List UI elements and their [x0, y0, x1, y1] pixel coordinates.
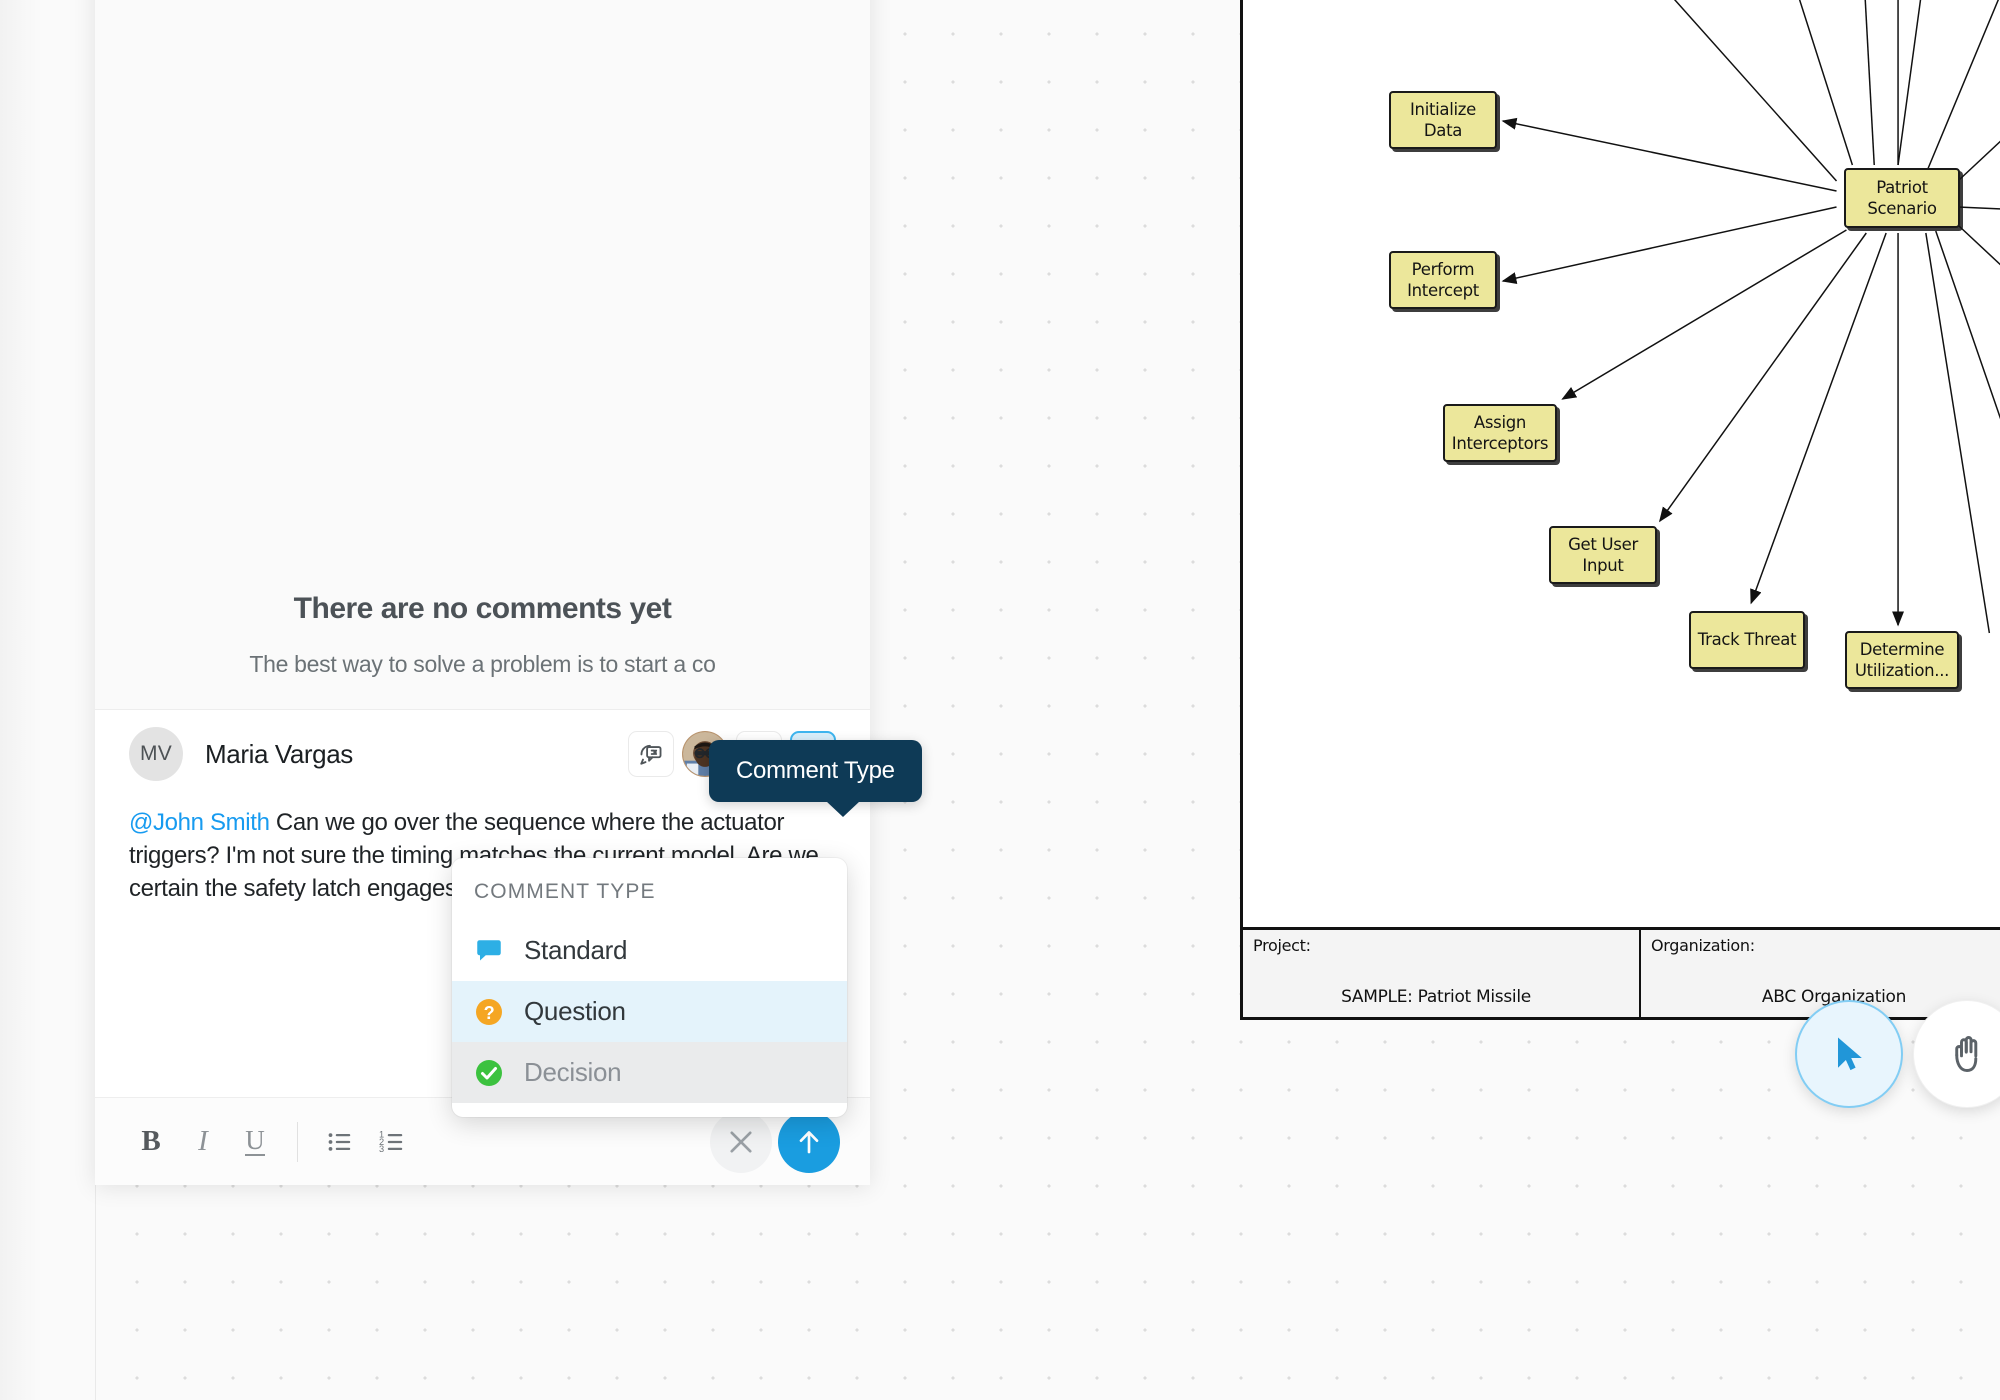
link-comment-icon-button[interactable]: [628, 731, 674, 777]
numbered-list-button[interactable]: 1 2 3: [366, 1116, 418, 1168]
cursor-icon: [1838, 1037, 1862, 1071]
bold-label: B: [141, 1125, 161, 1157]
dropdown-item-decision: Decision: [452, 1042, 847, 1103]
author-name: Maria Vargas: [205, 738, 353, 769]
svg-text:2: 2: [379, 1136, 384, 1146]
underline-label: U: [245, 1125, 265, 1156]
bullet-list-icon: [328, 1132, 351, 1151]
question-circle-icon: ?: [474, 997, 504, 1027]
speech-bubble-icon: [474, 936, 504, 966]
canvas-left-strip: [0, 0, 95, 1400]
numbered-list-icon: 1 2 3: [379, 1129, 403, 1154]
organization-label: Organization:: [1651, 936, 1755, 955]
italic-label: I: [198, 1125, 208, 1157]
svg-text:?: ?: [484, 1002, 495, 1022]
title-block-organization: Organization: ABC Organization: [1639, 930, 2000, 1017]
comment-type-tooltip: Comment Type: [709, 740, 922, 817]
diagram-connectors: [1501, 0, 2000, 634]
svg-text:3: 3: [379, 1144, 384, 1154]
project-label: Project:: [1253, 936, 1311, 955]
dropdown-item-label: Question: [524, 996, 626, 1026]
check-circle-icon: [474, 1058, 504, 1088]
comment-type-dropdown[interactable]: COMMENT TYPE Standard ? Question: [452, 858, 847, 1117]
dropdown-item-question[interactable]: ? Question: [452, 981, 847, 1042]
bullet-list-button[interactable]: [314, 1116, 366, 1168]
title-block-project: Project: SAMPLE: Patriot Missile: [1243, 930, 1639, 1017]
dropdown-item-standard[interactable]: Standard: [452, 920, 847, 981]
comments-empty-state: There are no comments yet The best way t…: [95, 0, 870, 710]
close-icon: [730, 1130, 752, 1153]
cancel-button[interactable]: [710, 1110, 772, 1173]
diagram-title-block: Project: SAMPLE: Patriot Missile Organiz…: [1243, 927, 2000, 1017]
svg-text:1: 1: [379, 1129, 384, 1139]
underline-button[interactable]: U: [229, 1116, 281, 1168]
composer-submit-group: [710, 1110, 840, 1173]
empty-state-title: There are no comments yet: [293, 592, 672, 625]
avatar: MV: [129, 727, 183, 781]
hand-icon: [1955, 1036, 1978, 1072]
dropdown-header: COMMENT TYPE: [474, 880, 656, 903]
diagram-node-track-threat[interactable]: Track Threat: [1689, 611, 1805, 669]
empty-state-subtitle: The best way to solve a problem is to st…: [249, 651, 716, 677]
organization-value: ABC Organization: [1761, 987, 1907, 1007]
toolbar-divider: [297, 1121, 298, 1162]
send-button[interactable]: [778, 1110, 840, 1173]
bold-button[interactable]: B: [125, 1116, 177, 1168]
dropdown-item-label: Standard: [524, 935, 628, 965]
dropdown-item-label: Decision: [524, 1057, 622, 1087]
project-value: SAMPLE: Patriot Missile: [1341, 987, 1531, 1007]
link-comment-icon: [640, 744, 662, 765]
italic-button[interactable]: I: [177, 1116, 229, 1168]
arrow-up-icon: [799, 1130, 819, 1153]
mention-john-smith[interactable]: @John Smith: [129, 809, 270, 836]
select-tool-button[interactable]: [1795, 1000, 1903, 1108]
